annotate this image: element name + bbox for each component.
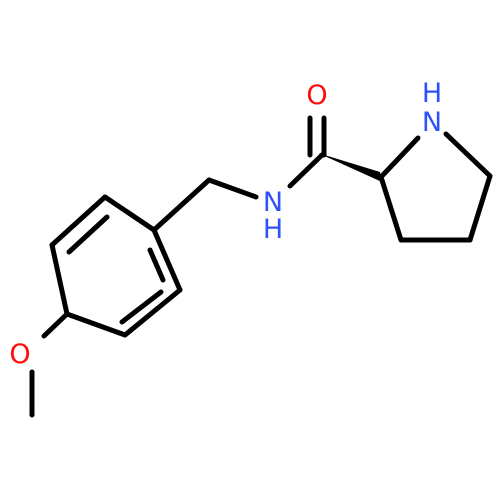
bond-ring-inner-1 (66, 214, 110, 255)
bond-ring-3 (102, 194, 157, 233)
atom-n-amide: N (263, 187, 283, 218)
bond-ring-inner-3 (119, 289, 164, 325)
bond-ring-4 (151, 227, 183, 293)
bond-n-carbonyl (287, 152, 325, 189)
atom-h-ring: H (422, 78, 442, 109)
bond-pyr-ca-n (378, 135, 421, 180)
atom-o-methoxy: O (9, 339, 30, 370)
bond-ring-6 (64, 311, 128, 338)
bond-ring-5 (122, 287, 183, 338)
bond-pyr-n-c5 (443, 131, 493, 179)
bond-ring-inner-2 (147, 247, 166, 283)
bond-ring-ch2 (151, 177, 212, 233)
bond-pyr-c5-c4 (467, 173, 493, 243)
bond-ring-1 (49, 242, 70, 317)
atom-n-ring: N (422, 107, 442, 138)
bond-pyr-c3-ca (378, 174, 404, 243)
bond-wedge (318, 153, 382, 182)
atom-o-carbonyl: O (306, 80, 327, 111)
atom-h-amide: H (263, 214, 283, 245)
bond-ch2-n (206, 177, 259, 200)
bond-o-ring (41, 311, 70, 339)
bond-ring-2 (49, 194, 108, 248)
